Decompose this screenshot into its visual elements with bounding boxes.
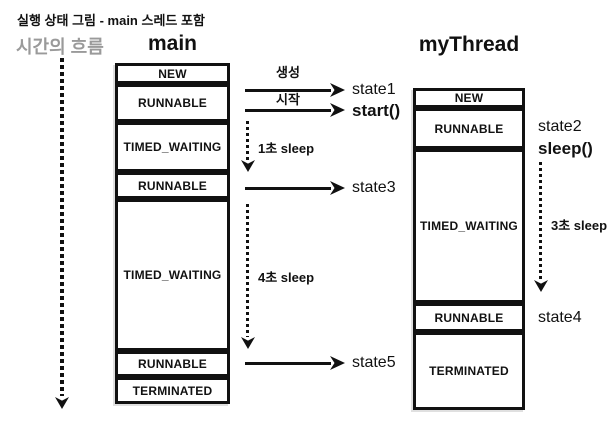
start-call-label: start() bbox=[352, 101, 401, 120]
main-state-timed-waiting-2: TIMED_WAITING bbox=[115, 199, 230, 351]
start-transition-label: 시작 bbox=[276, 92, 300, 107]
mythread-header: myThread bbox=[418, 33, 520, 56]
main-state-terminated: TERMINATED bbox=[115, 377, 230, 404]
state2-label: state2 bbox=[538, 118, 582, 135]
start-arrow-line bbox=[245, 109, 331, 112]
create-transition-label: 생성 bbox=[276, 65, 300, 80]
mythread-state-runnable-1: RUNNABLE bbox=[413, 108, 525, 149]
main-state-runnable-1: RUNNABLE bbox=[115, 84, 230, 122]
main-state-runnable-2: RUNNABLE bbox=[115, 172, 230, 199]
main-thread-header: main bbox=[147, 32, 197, 55]
main-state-new: NEW bbox=[115, 63, 230, 84]
sleep4-arrowhead-icon bbox=[241, 337, 255, 349]
sleep1-dotted-line bbox=[246, 121, 249, 161]
sleep-call-label: sleep() bbox=[538, 139, 593, 158]
mythread-state-timed-waiting: TIMED_WAITING bbox=[413, 149, 525, 303]
sleep3-dotted-line bbox=[539, 162, 542, 280]
create-arrow-line bbox=[245, 89, 331, 92]
state1-label: state1 bbox=[352, 81, 396, 98]
sleep1-arrowhead-icon bbox=[241, 160, 255, 172]
state5-arrowhead-icon bbox=[330, 356, 345, 370]
sleep3-label: 3초 sleep bbox=[551, 218, 608, 233]
main-state-timed-waiting-1: TIMED_WAITING bbox=[115, 122, 230, 172]
mythread-state-terminated: TERMINATED bbox=[413, 332, 525, 410]
state3-label: state3 bbox=[352, 179, 396, 196]
state5-label: state5 bbox=[352, 354, 396, 371]
time-flow-arrowhead-icon bbox=[55, 397, 69, 409]
state3-arrow-line bbox=[245, 187, 331, 190]
state3-arrowhead-icon bbox=[330, 181, 345, 195]
main-state-runnable-3: RUNNABLE bbox=[115, 351, 230, 377]
sleep1-label: 1초 sleep bbox=[258, 141, 315, 156]
sleep3-arrowhead-icon bbox=[534, 280, 548, 292]
state4-label: state4 bbox=[538, 309, 582, 326]
create-arrowhead-icon bbox=[330, 83, 345, 97]
start-arrowhead-icon bbox=[330, 103, 345, 117]
sleep4-label: 4초 sleep bbox=[258, 270, 315, 285]
time-axis-label: 시간의 흐름 bbox=[16, 37, 104, 57]
state5-arrow-line bbox=[245, 362, 331, 365]
mythread-state-new: NEW bbox=[413, 88, 525, 108]
sleep4-dotted-line bbox=[246, 204, 249, 337]
time-flow-dotted-line bbox=[60, 58, 64, 396]
diagram-title: 실행 상태 그림 - main 스레드 포함 bbox=[17, 13, 205, 28]
mythread-state-runnable-2: RUNNABLE bbox=[413, 303, 525, 332]
